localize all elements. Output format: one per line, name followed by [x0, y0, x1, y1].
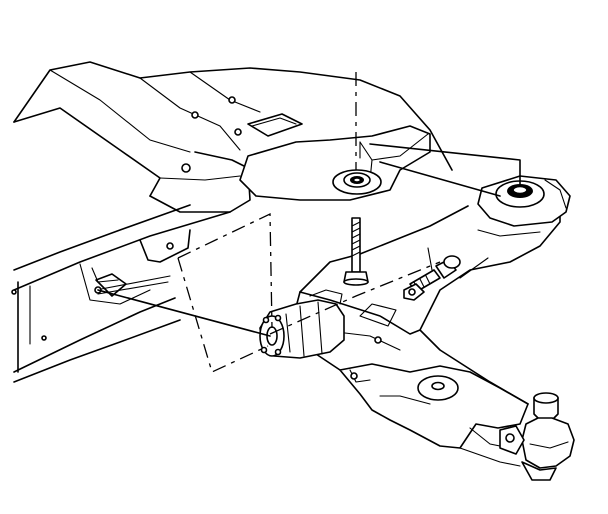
assembly-centerlines: [97, 72, 521, 373]
ball-joint: [499, 392, 575, 481]
front-bushing: [477, 175, 571, 227]
rear-bushing: [259, 289, 345, 359]
rear-bolt: [343, 217, 369, 286]
rear-mount-bracket: [239, 125, 431, 201]
nut: [403, 283, 425, 301]
front-suspension-crossmember: [11, 61, 453, 383]
